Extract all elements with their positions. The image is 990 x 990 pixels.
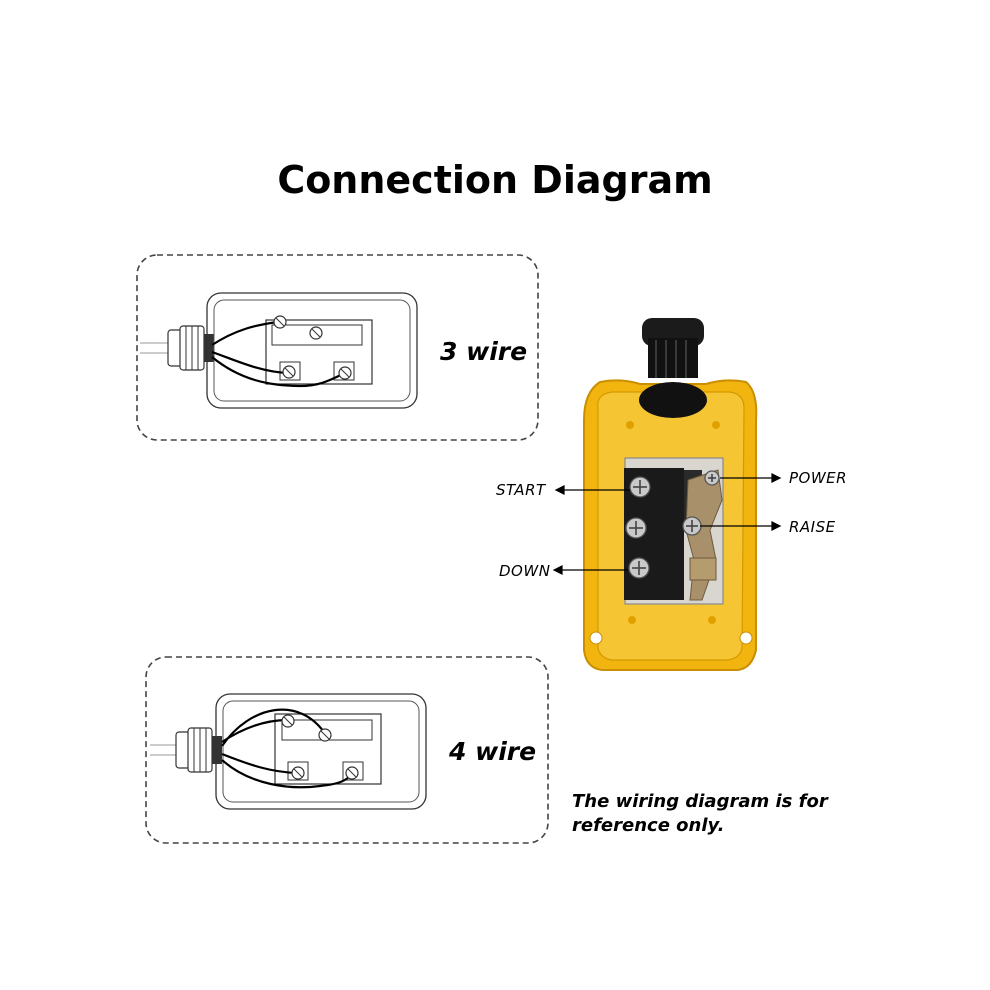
page-title: Connection Diagram bbox=[277, 158, 713, 202]
power-terminal-label: POWER bbox=[789, 469, 848, 487]
three-wire-label: 3 wire bbox=[440, 337, 528, 366]
pendant-switch-photo bbox=[583, 318, 758, 671]
start-terminal-label: START bbox=[496, 481, 546, 499]
reference-note-line-2: reference only. bbox=[572, 815, 725, 836]
four-wire-label: 4 wire bbox=[449, 737, 537, 766]
reference-note: The wiring diagram is for reference only… bbox=[572, 790, 872, 838]
three-wire-panel bbox=[136, 254, 539, 441]
raise-terminal-label: RAISE bbox=[789, 518, 836, 536]
down-terminal-label: DOWN bbox=[499, 562, 551, 580]
reference-note-line-1: The wiring diagram is for bbox=[572, 791, 828, 812]
four-wire-panel bbox=[145, 656, 549, 844]
callout-arrows bbox=[552, 473, 782, 575]
